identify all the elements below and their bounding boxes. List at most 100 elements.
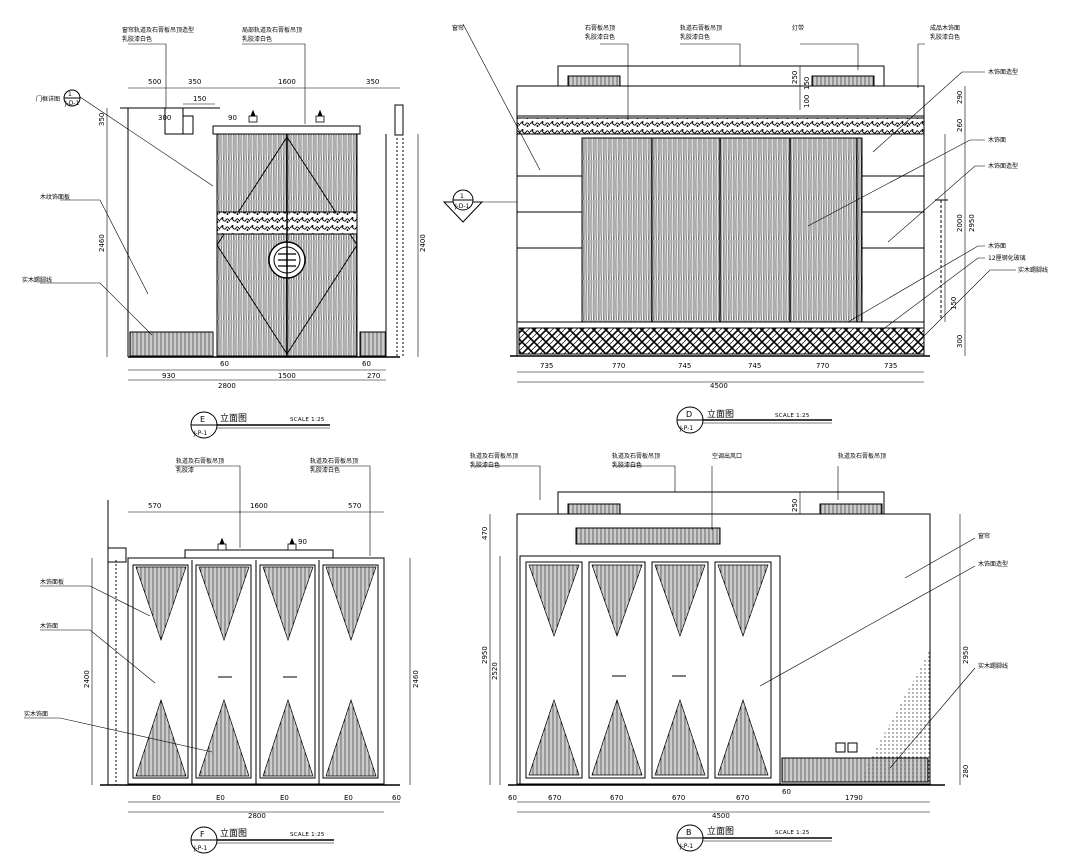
- dim-b-60a: 60: [508, 794, 517, 802]
- dim-d-3: 745: [748, 362, 761, 370]
- leader-b-6: [759, 565, 976, 687]
- dim-e-1500: 1500: [278, 372, 296, 380]
- title-b-name: 立面图: [707, 825, 734, 837]
- leader-d-11: [919, 269, 1016, 341]
- dim-b-670a: 670: [548, 794, 561, 802]
- f-header: [184, 549, 334, 559]
- dim-e-350b: 350: [366, 78, 379, 86]
- dim-b-r0: 2950: [962, 646, 970, 664]
- leader-f-1: [175, 465, 241, 548]
- title-d-scale: SCALE 1:25: [775, 413, 810, 419]
- elevation-b: [470, 465, 976, 852]
- dim-d-5: 735: [884, 362, 897, 370]
- lattice-base: [518, 327, 925, 355]
- dim-e-1600: 1600: [278, 78, 296, 86]
- note-b-7: 木饰面造型: [978, 560, 1008, 568]
- note-e-4: 乳胶漆白色: [242, 35, 272, 43]
- title-f-scale: SCALE 1:25: [290, 832, 325, 838]
- leader-b-7: [889, 667, 976, 769]
- note-b-2: 轨道及石膏板吊顶: [612, 452, 660, 460]
- leader-f-2: [310, 465, 371, 556]
- f-corner-block: [107, 547, 127, 563]
- dim-f-570b: 570: [348, 502, 361, 510]
- note-d-6: 成品木饰面: [930, 24, 960, 32]
- elevation-d: [442, 23, 1016, 434]
- dim-e-60b: 60: [362, 360, 371, 368]
- dim-d-r1: 260: [956, 119, 964, 132]
- title-b-ref: J-P-1: [679, 843, 693, 850]
- note-f-3: 乳胶漆白色: [310, 466, 340, 474]
- dim-e-350h: 350: [98, 113, 106, 126]
- dim-e-350a: 350: [188, 78, 201, 86]
- dim-b-r1: 280: [962, 765, 970, 778]
- b-panel-3: [651, 561, 709, 779]
- dim-d-2: 745: [678, 362, 691, 370]
- note-e-5: 门框详图: [36, 95, 60, 103]
- dim-d-4: 770: [816, 362, 829, 370]
- note-d-12: 12厘钢化玻璃: [988, 254, 1026, 262]
- leader-f-4: [40, 629, 156, 684]
- dim-f-60: 60: [392, 794, 401, 802]
- note-d-5: 灯带: [792, 24, 804, 32]
- leader-d-1: [462, 23, 541, 171]
- b-outlet-1: [835, 742, 846, 753]
- b-skirting: [781, 757, 929, 783]
- dim-d-t2: 100: [803, 95, 811, 108]
- section-d-num: 1: [460, 193, 464, 200]
- note-e-3: 局部轨道及石膏板吊顶: [242, 26, 302, 34]
- dim-b-670d: 670: [736, 794, 749, 802]
- door-header: [212, 125, 361, 135]
- dim-b-60b: 60: [782, 788, 791, 796]
- note-f-5: 木饰面: [40, 622, 58, 630]
- elevation-d-text: 735 770 745 745 770 735 4500 290 260 295…: [452, 24, 1048, 432]
- leader-e-2: [242, 43, 306, 124]
- f-fan-patterns: [135, 566, 377, 777]
- dim-d-total: 4500: [710, 382, 728, 390]
- b-wall-outline: [516, 513, 931, 785]
- vent-left: [567, 75, 621, 87]
- curtain-box: [182, 115, 194, 135]
- carved-frieze: [516, 117, 925, 135]
- dim-e-930: 930: [162, 372, 175, 380]
- note-d-7: 乳胶漆白色: [930, 33, 960, 41]
- leader-d-10: [881, 257, 985, 331]
- note-d-0: 窗帘: [452, 24, 464, 32]
- note-b-6: 窗帘: [978, 532, 990, 540]
- dim-d-r2: 2950: [968, 214, 976, 232]
- note-b-0: 轨道及石膏板吊顶: [470, 452, 518, 460]
- bubble-e-sheet: J-D-1: [64, 100, 80, 107]
- wood-screen: [581, 137, 863, 323]
- dim-b-l0: 470: [481, 527, 489, 540]
- note-b-3: 乳胶漆白色: [612, 461, 642, 469]
- title-e-id: E: [200, 415, 205, 424]
- leader-e-3: [79, 96, 214, 187]
- f-panel-2: [195, 564, 252, 779]
- skirting-right: [359, 331, 387, 357]
- dim-d-r3: 2000: [956, 214, 964, 232]
- dim-e-total: 2800: [218, 382, 236, 390]
- leader-d-3: [680, 43, 741, 66]
- dim-b-l1: 2950: [481, 646, 489, 664]
- note-e-6: 木纹饰面板: [40, 193, 70, 201]
- note-e-2: 乳胶漆白色: [122, 35, 152, 43]
- note-b-4: 空调出风口: [712, 452, 742, 460]
- dim-e-60a: 60: [220, 360, 229, 368]
- dim-f-1600: 1600: [250, 502, 268, 510]
- note-e-7: 实木踢脚线: [22, 276, 52, 284]
- title-e-scale: SCALE 1:25: [290, 417, 325, 423]
- elevation-f: [24, 465, 411, 854]
- section-d-sheet: J-D-1: [454, 203, 470, 210]
- note-d-1: 石膏板吊顶: [585, 24, 615, 32]
- title-b-scale: SCALE 1:25: [775, 830, 810, 836]
- f-panel-1: [132, 564, 189, 779]
- dim-d-r0: 290: [956, 91, 964, 104]
- leader-e-5: [40, 282, 153, 336]
- bubble-e-num: 1: [68, 91, 72, 98]
- door-diamond: [216, 136, 358, 355]
- title-f-name: 立面图: [220, 827, 247, 839]
- note-d-9: 木饰面: [988, 136, 1006, 144]
- dim-d-t0: 250: [791, 71, 799, 84]
- title-d-id: D: [686, 410, 692, 419]
- note-d-11: 木饰面: [988, 242, 1006, 250]
- leader-b-1: [470, 465, 541, 500]
